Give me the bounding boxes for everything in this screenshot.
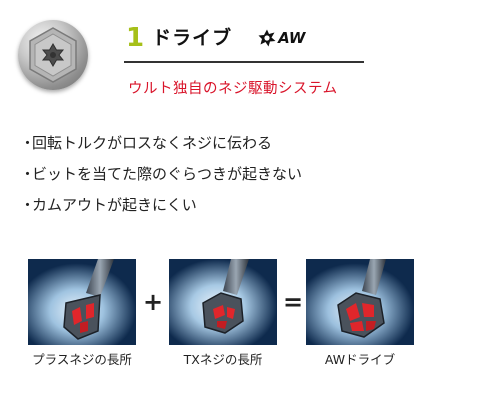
phillips-bit-image <box>28 259 136 345</box>
bullet-mark: ・ <box>20 134 36 152</box>
feature-text: 回転トルクがロスなくネジに伝わる <box>32 134 273 152</box>
caption-aw: AWドライブ <box>324 352 396 367</box>
feature-list: ・回転トルクがロスなくネジに伝わる ・ビットを当てた際のぐらつきが起きない ・カ… <box>20 132 302 225</box>
bullet-mark: ・ <box>20 165 36 183</box>
section-title: 1 ドライブ AW <box>126 24 305 52</box>
caption-phillips: プラスネジの長所 <box>32 352 132 367</box>
aw-bit-image <box>306 259 414 345</box>
feature-text: ビットを当てた際のぐらつきが起きない <box>32 165 303 183</box>
feature-item: ・ビットを当てた際のぐらつきが起きない <box>20 163 302 194</box>
aw-star-drive-icon <box>258 29 276 47</box>
caption-tx: TXネジの長所 <box>183 352 263 367</box>
section-heading: ドライブ <box>152 27 233 49</box>
bullet-mark: ・ <box>20 196 36 214</box>
feature-item: ・回転トルクがロスなくネジに伝わる <box>20 132 302 163</box>
aw-logo: AW <box>258 28 305 48</box>
feature-item: ・カムアウトが起きにくい <box>20 194 302 225</box>
feature-text: カムアウトが起きにくい <box>32 196 197 214</box>
title-divider <box>124 61 364 63</box>
plus-operator: + <box>143 288 164 316</box>
section-number: 1 <box>126 23 145 53</box>
equals-operator: = <box>283 288 304 316</box>
aw-screw-head-icon <box>18 20 88 90</box>
subtitle: ウルト独自のネジ駆動システム <box>128 81 338 97</box>
aw-logo-text: AW <box>278 29 306 47</box>
tx-bit-image <box>169 259 277 345</box>
